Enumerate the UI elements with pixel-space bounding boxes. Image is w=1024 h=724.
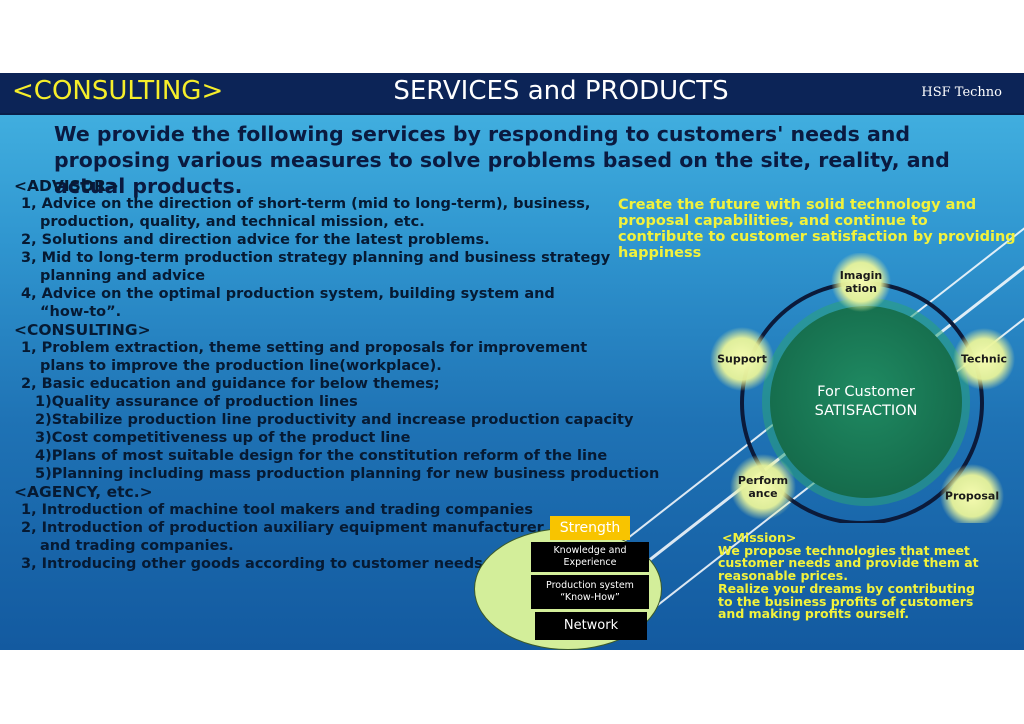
cycle-node-label-line: ance [748, 487, 778, 500]
list-item: and trading companies. [40, 538, 234, 554]
mission-line: We propose technologies that meet [718, 542, 970, 558]
list-item: 3)Cost competitiveness up of the product… [35, 430, 411, 446]
cycle-node-glow [953, 328, 1015, 390]
strength-item-network: Network [535, 612, 647, 640]
section-label: <CONSULTING> [12, 76, 224, 106]
list-item: “how-to”. [40, 304, 122, 320]
cycle-node-label-line: ation [845, 282, 877, 295]
header-bar: <CONSULTING> SERVICES and PRODUCTS HSF T… [0, 73, 1024, 115]
list-item: 4)Plans of most suitable design for the … [35, 448, 608, 464]
mission-line: and making profits ourself. [718, 606, 909, 622]
cycle-node-label-line: Technic [961, 352, 1007, 366]
section-heading: <CONSULTING> [14, 321, 151, 339]
cycle-node-label: Technic [961, 353, 1007, 366]
cycle-node-label-line: Support [717, 352, 767, 366]
mission-line: reasonable prices. [718, 568, 848, 584]
center-circle [770, 306, 962, 498]
list-item: planning and advice [40, 268, 206, 284]
list-item: plans to improve the production line(wor… [40, 358, 442, 374]
strength-item-production-system: Production system “Know-How” [531, 575, 649, 609]
mission-line: to the business profits of customers [718, 593, 974, 609]
list-item: 4, Advice on the optimal production syst… [21, 286, 555, 302]
strength-item-knowledge: Knowledge and Experience [531, 542, 649, 572]
list-item: 2)Stabilize production line productivity… [35, 412, 634, 428]
vision-statement: Create the future with solid technology … [618, 197, 1016, 261]
list-item: 1, Introduction of machine tool makers a… [21, 502, 534, 518]
cycle-node-glow [831, 252, 891, 312]
center-label-line: For Customer [817, 384, 915, 400]
list-item: 1, Problem extraction, theme setting and… [21, 340, 588, 356]
lead-statement: We provide the following services by res… [54, 122, 950, 198]
list-item: 3, Mid to long-term production strategy … [21, 250, 611, 266]
cycle-node-glow [710, 327, 774, 391]
cycle-node-label-line: Imagin [839, 269, 883, 282]
cycle-node-label-line: Proposal [944, 489, 1000, 503]
cycle-node-glow [940, 464, 1004, 528]
cycle-node-glow [730, 454, 796, 520]
company-name: HSF Techno [921, 85, 1002, 100]
list-item: 2, Introduction of production auxiliary … [21, 520, 544, 536]
section-heading: <AGENCY, etc.> [14, 483, 153, 501]
list-item: 3, Introducing other goods according to … [21, 556, 483, 572]
mission-title: <Mission> [722, 530, 797, 545]
strength-label: Strength [550, 516, 630, 540]
section-heading: <ADVISOR> [14, 177, 119, 195]
list-item: 5)Planning including mass production pla… [35, 466, 660, 482]
list-item: production, quality, and technical missi… [40, 214, 425, 230]
center-label-line: SATISFACTION [814, 403, 918, 419]
list-item: 1, Advice on the direction of short-term… [21, 196, 591, 212]
slide: <CONSULTING> SERVICES and PRODUCTS HSF T… [0, 73, 1024, 650]
list-item: 1)Quality assurance of production lines [35, 394, 358, 410]
list-item: 2, Basic education and guidance for belo… [21, 376, 440, 392]
cycle-node-label: Proposal [945, 490, 999, 503]
cycle-graphic [710, 252, 1015, 528]
center-label: For Customer SATISFACTION [781, 383, 951, 421]
list-item: 2, Solutions and direction advice for th… [21, 232, 490, 248]
page-title: SERVICES and PRODUCTS [393, 76, 729, 106]
cycle-node-label: Support [717, 353, 767, 366]
mission-block: <Mission> We propose technologies that m… [718, 530, 998, 622]
mission-line: customer needs and provide them at [718, 555, 979, 571]
mission-line: Realize your dreams by contributing [718, 580, 975, 596]
service-list: <ADVISOR>1, Advice on the direction of s… [14, 177, 660, 573]
cycle-node-label-line: Perform [737, 474, 789, 487]
